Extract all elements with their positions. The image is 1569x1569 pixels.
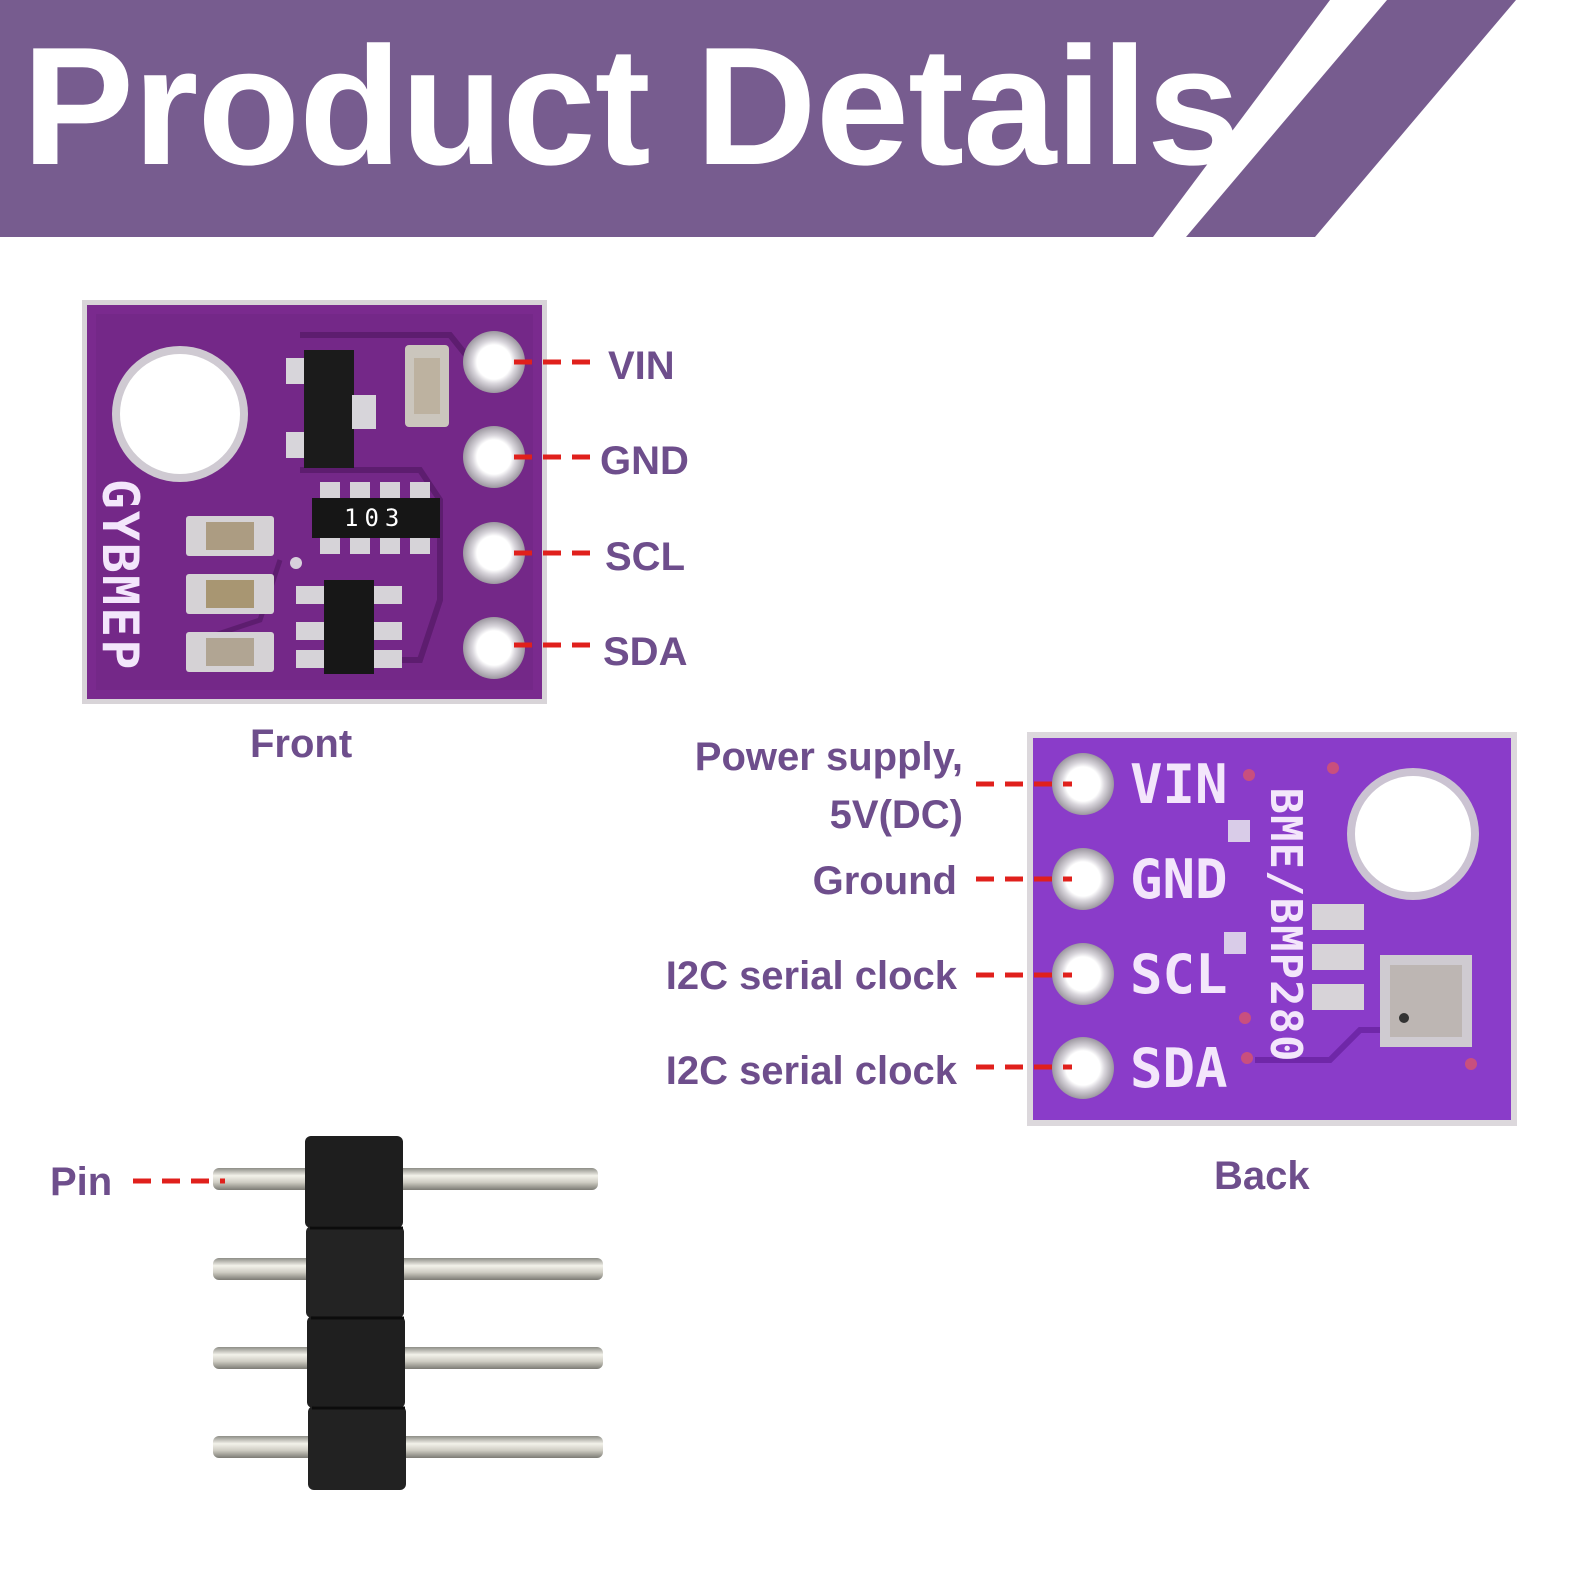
- front-board: [82, 300, 547, 704]
- header-pin: [213, 1436, 603, 1458]
- header-pin: [213, 1168, 598, 1190]
- back-caption: Back: [1214, 1154, 1310, 1198]
- header-pin: [213, 1347, 603, 1369]
- front-leader-lines: [514, 359, 596, 648]
- back-leader-lines: [976, 781, 1072, 1070]
- back-silk-sda: SDA: [1130, 1037, 1228, 1100]
- front-silkscreen: GYBMEP: [91, 478, 149, 672]
- power-line-1: Power supply,: [694, 735, 963, 779]
- pin-label: Pin: [50, 1160, 113, 1204]
- back-silkscreen-model: BME/BMP280: [1260, 787, 1311, 1063]
- back-silk-scl: SCL: [1130, 943, 1228, 1006]
- header-pin: [213, 1258, 603, 1280]
- back-label-sda: I2C serial clock: [665, 1049, 957, 1093]
- power-line-2: 5V(DC): [829, 793, 963, 837]
- front-label-sda: SDA: [603, 630, 688, 674]
- pin-header: [213, 1136, 603, 1490]
- back-label-ground: Ground: [812, 859, 957, 903]
- front-label-scl: SCL: [605, 535, 685, 579]
- back-silk-vin: VIN: [1130, 753, 1228, 816]
- header-banner: [0, 0, 1516, 237]
- page-title: Product Details: [22, 12, 1240, 200]
- back-label-scl: I2C serial clock: [665, 954, 957, 998]
- front-caption: Front: [250, 722, 353, 766]
- back-board: [1027, 732, 1517, 1126]
- back-label-power: Power supply, 5V(DC): [695, 728, 963, 844]
- front-label-gnd: GND: [600, 439, 689, 483]
- front-label-vin: VIN: [608, 344, 675, 388]
- resistor-marking: 103: [344, 504, 406, 532]
- back-silk-gnd: GND: [1130, 848, 1228, 911]
